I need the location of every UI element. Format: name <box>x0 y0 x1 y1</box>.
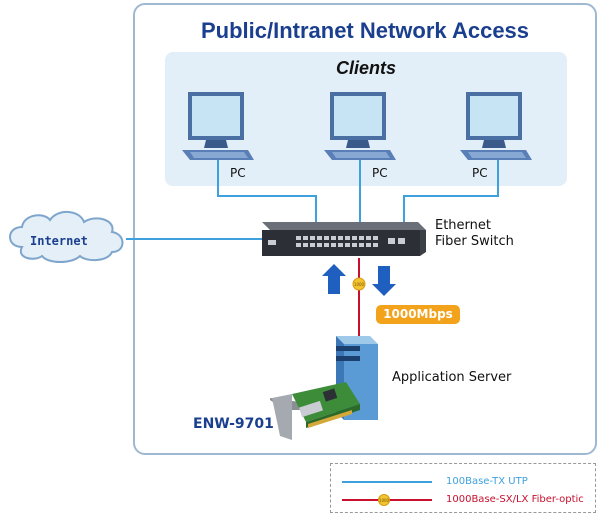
pc-monitor-icon <box>182 92 254 160</box>
link-pc1-switch <box>217 150 317 222</box>
pc-label: PC <box>372 166 388 180</box>
pc-monitor-icon <box>460 92 532 160</box>
fiber-connector-icon <box>352 277 366 291</box>
pc-label: PC <box>230 166 246 180</box>
switch-label-line1: Ethernet <box>435 218 491 233</box>
internet-label: Internet <box>30 234 88 248</box>
up-arrow-icon <box>322 264 346 294</box>
legend-fiber-connector-label: 1000 <box>379 498 390 503</box>
legend-fiber-connector-icon <box>378 494 390 506</box>
legend-utp-label: 100Base-TX UTP <box>446 476 528 487</box>
switch-label-line2: Fiber Switch <box>435 234 514 249</box>
pc-label: PC <box>472 166 488 180</box>
clients-title: Clients <box>335 58 396 78</box>
speed-badge: 1000Mbps <box>376 305 460 324</box>
legend-fiber-label: 1000Base-SX/LX Fiber-optic <box>446 494 584 505</box>
utp-links <box>126 150 499 240</box>
product-label: ENW-9701 <box>193 416 274 432</box>
network-card-icon <box>270 382 360 440</box>
down-arrow-icon <box>372 266 396 296</box>
ethernet-switch-icon <box>262 222 426 256</box>
fiber-connector-label: 1000 <box>354 282 365 287</box>
pc-monitor-icon <box>324 92 396 160</box>
page-title: Public/Intranet Network Access <box>200 18 530 43</box>
link-pc3-switch <box>403 150 499 222</box>
cloud-icon <box>9 211 124 263</box>
server-label: Application Server <box>392 370 512 385</box>
legend <box>330 463 596 513</box>
